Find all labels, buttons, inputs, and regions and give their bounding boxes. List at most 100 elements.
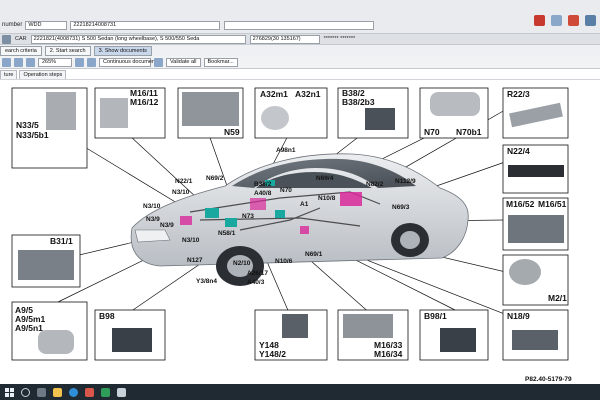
callout-label: A9/5n1 [15, 323, 43, 333]
callout-a32m1[interactable]: A32m1 A32n1 [254, 87, 328, 139]
callout-m2-1[interactable]: M2/1 [502, 254, 569, 306]
car-label: N69/3 [392, 204, 410, 211]
component-image [509, 102, 563, 128]
callout-n59[interactable]: N59 [177, 87, 244, 139]
app-icon[interactable] [117, 387, 126, 397]
vehicle-component-labels: A98n1 N22/1 N69/2 N3/10 B38/2 N70 A40/8 … [143, 147, 416, 286]
car-label: N58/1 [218, 230, 236, 237]
tab-structure[interactable]: ture [0, 70, 18, 79]
model-info-field[interactable]: 2221821(4008731) S 500 Sedan (long wheel… [30, 34, 246, 44]
app-action-icons [534, 15, 596, 26]
callout-label: M16/11 [130, 88, 158, 98]
bookmark-icon[interactable] [154, 57, 163, 67]
zoom-out-icon[interactable] [26, 57, 35, 67]
bookmark-button[interactable]: Bookmar... [203, 57, 238, 67]
component-image [261, 106, 289, 130]
tab-search-criteria[interactable]: earch criteria [0, 45, 42, 56]
help-icon[interactable] [585, 15, 596, 26]
browser-icon[interactable] [69, 387, 78, 397]
callout-label: B98 [99, 311, 115, 321]
callout-label: N33/5 [16, 120, 39, 130]
fit-page-icon[interactable] [87, 57, 96, 67]
validate-all-button[interactable]: Validate all [166, 57, 201, 67]
vin-type-field[interactable]: WDD [25, 20, 68, 30]
callout-label: N18/9 [507, 311, 530, 321]
car-label: N2/10 [233, 260, 251, 267]
callout-b31-1[interactable]: B31/1 [11, 234, 81, 288]
page-forward-icon[interactable] [14, 57, 23, 67]
callout-n33-5[interactable]: N33/5 N33/5b1 [11, 87, 88, 169]
search-taskbar-icon[interactable] [21, 387, 30, 397]
callout-r22-3[interactable]: R22/3 [502, 87, 569, 139]
component-image [18, 250, 74, 280]
explorer-icon[interactable] [53, 387, 62, 397]
car-label: N3/9 [160, 222, 174, 229]
tab-start-search[interactable]: 2. Start search [44, 45, 91, 56]
stop-icon[interactable] [534, 15, 545, 26]
close-icon[interactable] [568, 15, 579, 26]
extra-info: ******* ******* [323, 36, 356, 42]
car-label: N69/1 [305, 251, 323, 258]
callout-label: R22/3 [507, 89, 530, 99]
secondary-input[interactable] [224, 20, 375, 30]
callout-n70[interactable]: N70 N70b1 [419, 87, 489, 139]
callout-y148[interactable]: Y148 Y148/2 [254, 309, 328, 361]
car-label: N10/8 [318, 195, 336, 202]
car-label: A40/3 [247, 279, 265, 286]
callout-label: M16/33 [374, 340, 403, 350]
component-image [343, 314, 393, 338]
callout-label: M16/52 [506, 199, 535, 209]
car-label: Y3/8n4 [196, 278, 217, 285]
tab-operation-steps[interactable]: Operation steps [19, 70, 67, 79]
component-image [512, 330, 558, 350]
windows-logo-icon[interactable] [5, 387, 14, 397]
app-icon[interactable] [85, 387, 94, 397]
component-image [38, 330, 74, 354]
vehicle-illustration [130, 153, 469, 286]
callout-b98[interactable]: B98 [94, 309, 166, 361]
callout-m16-52[interactable]: M16/52 M16/51 [502, 197, 569, 251]
tab-show-documents[interactable]: 3. Show documents [93, 45, 152, 56]
callout-boxes: N33/5 N33/5b1 M16/11 M16/12 N59 A32m1 A3… [11, 87, 569, 361]
car-label: N10/6 [275, 258, 293, 265]
callout-n18-9[interactable]: N18/9 [502, 309, 569, 361]
car-label: N112/9 [395, 178, 416, 185]
car-label: B38/2 [254, 181, 272, 188]
app-icon[interactable] [101, 387, 110, 397]
zoom-select[interactable]: 265% [38, 57, 72, 67]
callout-n22-4[interactable]: N22/4 [502, 144, 569, 194]
callout-b38-2[interactable]: B38/2 B38/2b3 [337, 87, 409, 139]
car-label: A98n1 [276, 147, 296, 154]
callout-label: B31/1 [50, 236, 73, 246]
component-image [508, 165, 564, 177]
menu-icon[interactable] [2, 34, 11, 44]
engine-code-field[interactable]: 276829(30 135167) [249, 34, 320, 44]
callout-label: N22/4 [507, 146, 530, 156]
car-label: N82/2 [366, 181, 384, 188]
callout-label: B38/2 [342, 88, 365, 98]
callout-m16-33[interactable]: M16/33 M16/34 [337, 309, 409, 361]
task-view-icon[interactable] [37, 387, 46, 397]
vin-input[interactable]: 22218214008731 [70, 20, 221, 30]
callout-label: Y148 [259, 340, 279, 350]
callout-label: B98/1 [424, 311, 447, 321]
car-label: N69/4 [316, 175, 334, 182]
callout-label: N33/5b1 [16, 130, 49, 140]
callout-label: Y148/2 [259, 349, 286, 359]
print-icon[interactable] [551, 15, 562, 26]
callout-label: M2/1 [548, 293, 567, 303]
callout-label: N70b1 [456, 127, 482, 137]
component-image [100, 98, 128, 128]
callout-m16-11[interactable]: M16/11 M16/12 [94, 87, 166, 139]
callout-a9-5[interactable]: A9/5 A9/5m1 A9/5n1 [11, 301, 88, 361]
component-image [509, 259, 541, 285]
page-back-icon[interactable] [2, 57, 11, 67]
car-label: A26/17 [247, 270, 268, 277]
app-header: number WDD 22218214008731 [0, 0, 600, 34]
callout-label: M16/51 [538, 199, 567, 209]
zoom-in-icon[interactable] [75, 57, 84, 67]
view-mode-select[interactable]: Continuous document [99, 57, 157, 67]
callout-b98-1[interactable]: B98/1 [419, 309, 489, 361]
component-image [282, 314, 308, 338]
product-label: CAR [15, 36, 27, 42]
